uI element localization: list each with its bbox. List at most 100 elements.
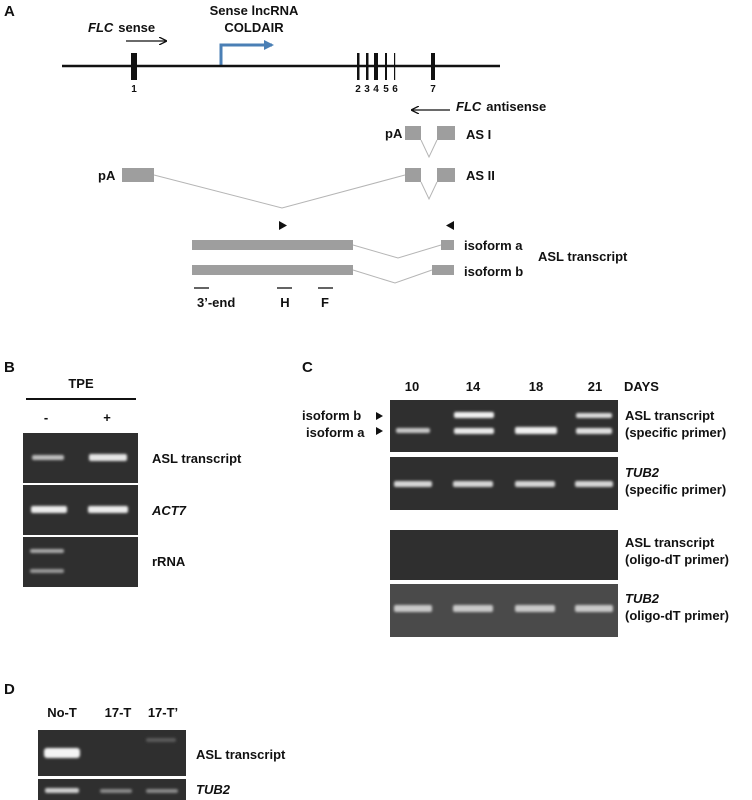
probe-f-label: F <box>321 295 329 310</box>
isoform-a-intron <box>352 244 442 259</box>
band-c1-10-a <box>396 428 430 433</box>
day-label: 18 <box>529 379 543 394</box>
panel-a-label: A <box>4 3 15 20</box>
lncrna-label-line1: Sense lncRNA <box>210 3 299 18</box>
as1-label: AS I <box>466 127 491 142</box>
band-c1-14-a <box>454 428 494 434</box>
exon-number: 1 <box>131 84 137 95</box>
band-c1-21-a <box>576 428 612 434</box>
panel-b: B TPE - + ASL transcript ACT7 rRNA <box>4 359 242 587</box>
gel-rrna <box>23 537 138 587</box>
band-rrna-upper <box>30 549 64 553</box>
row-label-c3-line1: ASL transcript <box>625 535 715 550</box>
row-label-asl: ASL transcript <box>152 451 242 466</box>
isoform-b-exon-short <box>432 265 454 275</box>
band-d2-not <box>45 788 79 793</box>
band-c2-21 <box>575 481 613 487</box>
panel-d-label: D <box>4 681 15 698</box>
row-label-c1-line2: (specific primer) <box>625 425 726 440</box>
exon-number: 4 <box>373 84 379 95</box>
probe-h-label: H <box>280 295 289 310</box>
probe-3end-label: 3’-end <box>197 295 235 310</box>
exon-1 <box>131 53 137 80</box>
exon-number: 3 <box>364 84 370 95</box>
coldair-arrow-icon <box>219 40 274 66</box>
as2-exon-left <box>405 168 421 182</box>
band-c4-10 <box>394 605 432 612</box>
as2-intron-short <box>420 181 438 201</box>
band-asl-minus <box>32 455 64 460</box>
isoform-a-exon-short <box>441 240 454 250</box>
exon-number: 2 <box>355 84 361 95</box>
tpe-header: TPE <box>68 376 94 391</box>
lncrna-label-line2: COLDAIR <box>224 20 284 35</box>
as1-intron <box>420 139 438 159</box>
isoform-b-gel-label: isoform b <box>302 408 361 423</box>
isoform-b-intron <box>352 269 433 284</box>
panel-c-label: C <box>302 359 313 376</box>
lane-label: 17-T’ <box>148 705 178 720</box>
isoform-a-gel-label: isoform a <box>306 425 365 440</box>
isoform-b-marker-icon <box>376 412 383 420</box>
row-label-c3-line2: (oligo-dT primer) <box>625 552 729 567</box>
panel-c: C 10 14 18 21 DAYS isoform b isoform a A… <box>302 359 729 637</box>
row-label-c2-line1: TUB2 <box>625 465 660 480</box>
as1-pa-label: pA <box>385 126 403 141</box>
as2-label: AS II <box>466 168 495 183</box>
day-label: 10 <box>405 379 419 394</box>
band-c1-14-b <box>454 412 494 418</box>
band-act7-minus <box>31 506 67 513</box>
days-axis-label: DAYS <box>624 379 659 394</box>
condition-plus: + <box>103 410 111 425</box>
band-d2-17t2 <box>146 789 178 793</box>
exon-number: 5 <box>383 84 389 95</box>
exon-6 <box>394 53 396 80</box>
reverse-primer-icon <box>446 221 454 230</box>
band-asl-plus <box>89 454 127 461</box>
isoform-b-label: isoform b <box>464 264 523 279</box>
isoform-a-marker-icon <box>376 427 383 435</box>
band-d2-17t <box>100 789 132 793</box>
lane-label: No-T <box>47 705 77 720</box>
day-label: 14 <box>466 379 481 394</box>
gel-c-asl-oligodt <box>390 530 618 580</box>
gel-c-asl-specific <box>390 400 618 452</box>
exon-5 <box>385 53 387 80</box>
band-c1-21-b <box>576 413 612 418</box>
isoform-a-label: isoform a <box>464 238 523 253</box>
as1-exon-left <box>405 126 421 140</box>
band-c2-18 <box>515 481 555 487</box>
as2-exon-right <box>437 168 455 182</box>
exon-4 <box>374 53 378 80</box>
band-act7-plus <box>88 506 128 513</box>
exon-2 <box>357 53 360 80</box>
row-label-rrna: rRNA <box>152 554 186 569</box>
lane-label: 17-T <box>105 705 132 720</box>
exon-7 <box>431 53 435 80</box>
band-c1-18-a <box>515 427 557 434</box>
isoform-a-exon-long <box>192 240 353 250</box>
exon-3 <box>366 53 369 80</box>
as2-intron-long <box>153 174 406 209</box>
exon-number: 7 <box>430 84 436 95</box>
as2-pa-label: pA <box>98 168 116 183</box>
row-label-d-tub2: TUB2 <box>196 782 231 797</box>
band-d1-17t2 <box>146 738 176 742</box>
band-c2-14 <box>453 481 493 487</box>
band-c2-10 <box>394 481 432 487</box>
as1-exon-right <box>437 126 455 140</box>
row-label-c4-line2: (oligo-dT primer) <box>625 608 729 623</box>
panel-b-label: B <box>4 359 15 376</box>
day-label: 21 <box>588 379 602 394</box>
exon-numbers: 1 2 3 4 5 6 7 <box>131 84 436 95</box>
exon-number: 6 <box>392 84 398 95</box>
row-label-act7: ACT7 <box>151 503 187 518</box>
isoform-b-exon-long <box>192 265 353 275</box>
row-label-c2-line2: (specific primer) <box>625 482 726 497</box>
as2-exon-distal <box>122 168 154 182</box>
band-c4-18 <box>515 605 555 612</box>
